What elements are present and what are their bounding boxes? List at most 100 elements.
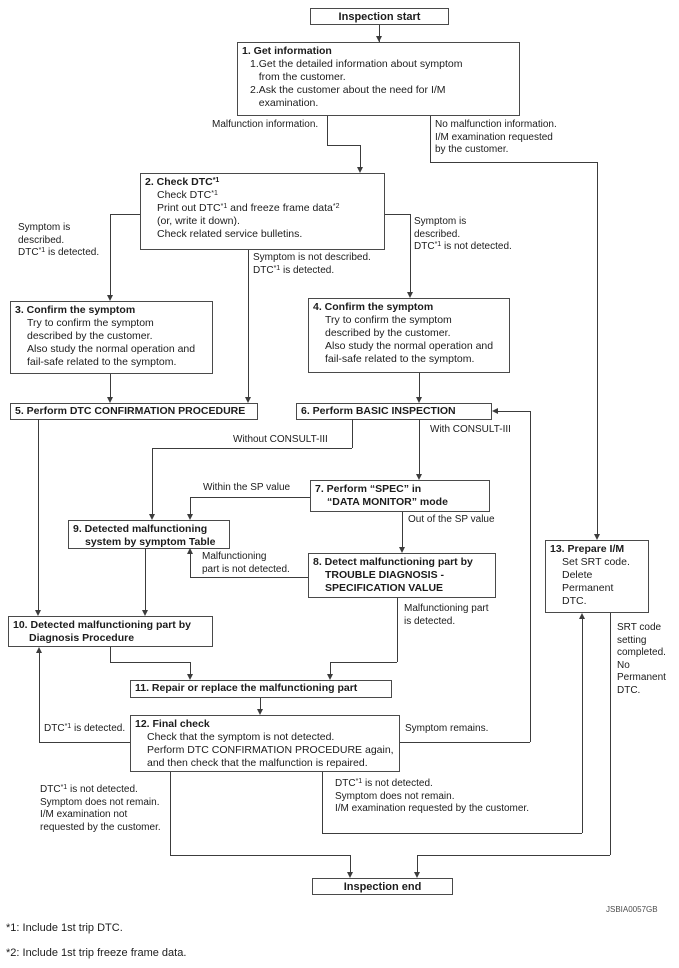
- node-title: 4. Confirm the symptom: [313, 301, 434, 313]
- node-title: 6. Perform BASIC INSPECTION: [301, 405, 456, 417]
- edge-label-end-right-condition: DTC*1 is not detected. Symptom does not …: [335, 778, 529, 814]
- arrow-down-icon: [256, 709, 263, 715]
- edge-label-symptom-described-dtc-not-detected: Symptom is described. DTC*1 is not detec…: [414, 216, 512, 252]
- node-title: 13. Prepare I/M: [550, 543, 625, 555]
- flow-line: [190, 497, 191, 515]
- flow-line: [350, 855, 351, 872]
- flow-line: [419, 373, 420, 398]
- edge-label-out-of-sp-value: Out of the SP value: [408, 514, 495, 525]
- flow-node-3-confirm-symptom: 3. Confirm the symptom Try to confirm th…: [10, 301, 213, 374]
- flow-line: [248, 250, 249, 398]
- flow-node-inspection-end: Inspection end: [312, 878, 453, 895]
- edge-label-malfunction-info: Malfunction information.: [212, 119, 319, 130]
- flow-line: [322, 772, 323, 833]
- node-title: 11. Repair or replace the malfunctioning…: [135, 682, 358, 694]
- flow-line: [360, 145, 361, 168]
- flow-line: [145, 548, 146, 611]
- node-title: 3. Confirm the symptom: [15, 304, 136, 316]
- node-body: Diagnosis Procedure: [29, 632, 135, 644]
- node-body: Check that the symptom is not detected. …: [147, 731, 394, 769]
- arrow-down-icon: [413, 872, 420, 878]
- node-label: Inspection end: [343, 881, 422, 893]
- arrow-down-icon: [106, 295, 113, 301]
- arrow-down-icon: [34, 610, 41, 616]
- flow-node-10-diagnosis-procedure: 10. Detected malfunctioning part by Diag…: [8, 616, 213, 647]
- flow-line: [430, 162, 597, 163]
- edge-label-symptom-remains: Symptom remains.: [405, 723, 489, 734]
- edge-label-part-not-detected: Malfunctioning part is not detected.: [202, 551, 290, 575]
- arrow-down-icon: [356, 167, 363, 173]
- node-body: Try to confirm the symptom described by …: [325, 314, 494, 365]
- edge-label-srt-code-completed: SRT code setting completed. No Permanent…: [617, 622, 666, 696]
- node-body: “DATA MONITOR” mode: [327, 496, 448, 508]
- flow-line: [582, 618, 583, 833]
- flow-line: [110, 647, 111, 662]
- flow-line: [417, 855, 418, 872]
- edge-label-symptom-not-described-dtc-detected: Symptom is not described. DTC*1 is detec…: [253, 252, 371, 276]
- node-title: 1. Get information: [242, 45, 332, 57]
- node-body: Set SRT code. Delete Permanent DTC.: [562, 556, 630, 607]
- flow-line: [190, 577, 308, 578]
- flow-line: [610, 613, 611, 855]
- arrow-down-icon: [593, 534, 600, 540]
- arrow-left-icon: [492, 407, 498, 414]
- edge-label-part-detected: Malfunctioning part is detected.: [404, 603, 489, 627]
- flow-line: [110, 662, 190, 663]
- flow-line: [190, 553, 191, 577]
- edge-label-end-left-condition: DTC*1 is not detected. Symptom does not …: [40, 784, 161, 833]
- node-title: 8. Detect malfunctioning part by: [313, 556, 473, 568]
- arrow-down-icon: [186, 674, 193, 680]
- arrow-down-icon: [186, 514, 193, 520]
- node-label: Inspection start: [338, 11, 421, 23]
- flow-line: [402, 512, 403, 548]
- flow-line: [327, 145, 360, 146]
- flow-node-8-trouble-diagnosis: 8. Detect malfunctioning part by TROUBLE…: [308, 553, 496, 598]
- flow-line: [530, 411, 531, 742]
- node-title: 12. Final check: [135, 718, 210, 730]
- arrow-up-icon: [578, 613, 585, 619]
- arrow-down-icon: [415, 474, 422, 480]
- flow-line: [379, 25, 380, 42]
- flow-line: [397, 598, 398, 662]
- node-title: 9. Detected malfunctioning: [73, 523, 208, 535]
- flow-line: [419, 419, 420, 475]
- flow-line: [498, 411, 530, 412]
- flow-line: [417, 855, 610, 856]
- flow-line: [385, 214, 410, 215]
- flow-line: [430, 116, 431, 162]
- footnote-2: *2: Include 1st trip freeze frame data.: [6, 947, 187, 959]
- flow-node-5-dtc-confirmation: 5. Perform DTC CONFIRMATION PROCEDURE: [10, 403, 258, 420]
- flow-line: [152, 448, 352, 449]
- arrow-down-icon: [415, 397, 422, 403]
- flow-line: [330, 662, 397, 663]
- node-title: 10. Detected malfunctioning part by: [13, 619, 191, 631]
- node-body: Check DTC*1 Print out DTC*1 and freeze f…: [157, 189, 340, 240]
- flow-line: [170, 772, 171, 855]
- figure-code: JSBIA0057GB: [606, 905, 658, 914]
- flow-node-2-check-dtc: 2. Check DTC*1 Check DTC*1 Print out DTC…: [140, 173, 385, 250]
- footnote-1: *1: Include 1st trip DTC.: [6, 922, 123, 934]
- node-title: 5. Perform DTC CONFIRMATION PROCEDURE: [15, 405, 246, 417]
- flow-line: [190, 662, 191, 675]
- edge-label-without-consult: Without CONSULT-III: [233, 434, 328, 445]
- arrow-down-icon: [375, 36, 382, 42]
- flow-node-inspection-start: Inspection start: [310, 8, 449, 25]
- node-title: 7. Perform “SPEC” in: [315, 483, 422, 495]
- flow-line: [327, 116, 328, 145]
- node-body: system by symptom Table: [85, 536, 216, 548]
- flow-line: [39, 742, 130, 743]
- arrow-up-icon: [35, 647, 42, 653]
- flow-line: [410, 214, 411, 293]
- flow-line: [38, 419, 39, 611]
- flow-node-6-basic-inspection: 6. Perform BASIC INSPECTION: [296, 403, 492, 420]
- flow-line: [110, 214, 111, 296]
- arrow-down-icon: [141, 610, 148, 616]
- flow-line: [110, 214, 140, 215]
- arrow-down-icon: [326, 674, 333, 680]
- flow-line: [39, 652, 40, 742]
- edge-label-within-sp-value: Within the SP value: [203, 482, 291, 493]
- flow-node-4-confirm-symptom: 4. Confirm the symptom Try to confirm th…: [308, 298, 510, 373]
- arrow-down-icon: [398, 547, 405, 553]
- flow-line: [322, 833, 582, 834]
